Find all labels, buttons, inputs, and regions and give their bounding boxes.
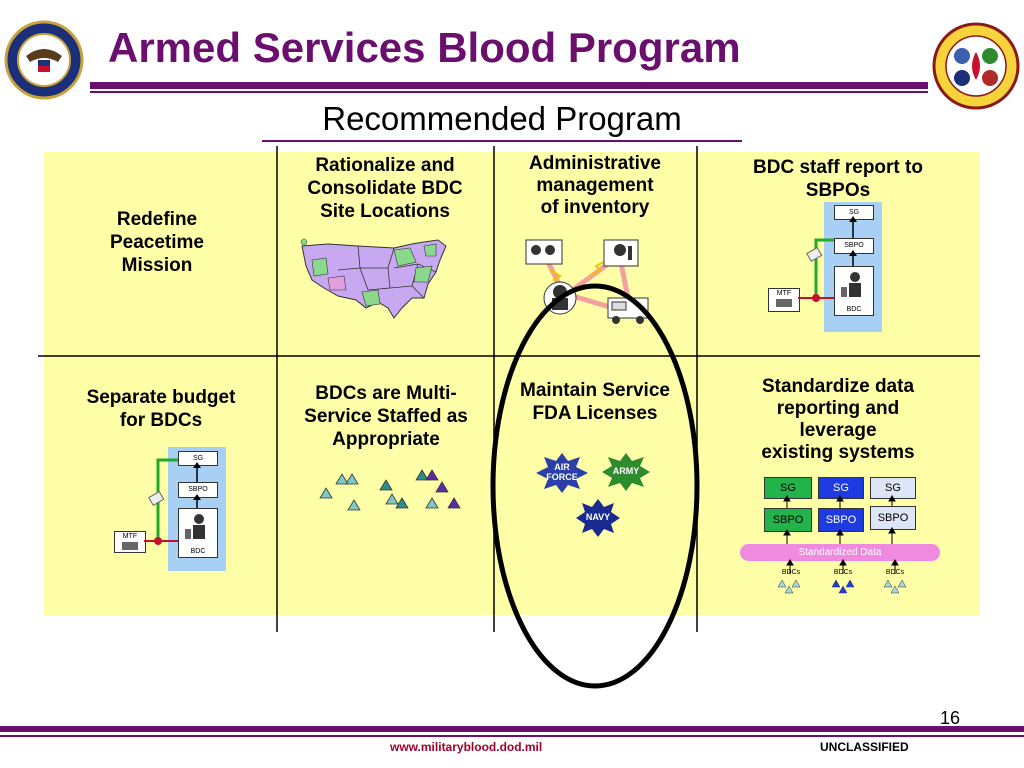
army-label: ARMY [612,466,640,476]
navy-label: NAVY [585,512,611,522]
hospital-icon [122,542,138,550]
std-sg-box-3: SG [870,477,916,499]
highlight-ellipse [490,283,700,689]
std-data-bar: Standardized Data [740,544,940,561]
cell-line: leverage [799,420,877,441]
cell-admin-inventory: Administrative management of inventory [497,153,693,219]
org-bdc-box-top: BDC [834,266,874,316]
cell-line: Rationalize and [315,155,455,176]
footer-url-link[interactable]: www.militaryblood.dod.mil [390,740,543,754]
org-connectors-top [798,216,857,302]
org-bdc-label: BDC [846,306,862,313]
std-sbpo-box-1: SBPO [764,508,812,532]
org-mtf-box-bottom: MTF [114,531,146,553]
army-badge: ARMY [602,453,650,491]
cell-line: Mission [121,255,193,276]
page-title: Armed Services Blood Program [108,24,741,71]
cell-line: of inventory [540,197,650,218]
dod-seal [4,20,84,100]
std-bdcs-label-1: BDCs [781,569,801,576]
std-sg-box-2: SG [818,477,864,499]
cell-line: Maintain Service [520,380,670,401]
cell-separate-budget: Separate budget for BDCs [52,386,270,432]
cell-line: Peacetime [109,232,204,253]
air-force-badge: AIR FORCE [536,453,588,493]
bdc-triangles-cluster [319,469,461,511]
cell-line: Administrative [529,153,661,174]
std-sbpo-box-2: SBPO [818,508,864,532]
footer-divider-thin [0,735,1024,737]
cell-line: BDC staff report to [753,157,923,178]
cell-line: management [536,175,654,196]
cell-line: Consolidate BDC [307,178,463,199]
air-force-label-2: FORCE [546,472,578,482]
cell-line: Appropriate [332,429,440,450]
cell-bdc-staff-report: BDC staff report to SBPOs [700,156,976,202]
org-mtf-label: MTF [122,533,138,540]
air-force-label-1: AIR [554,462,570,472]
cell-line: Site Locations [320,201,450,222]
cell-multi-service: BDCs are Multi- Service Staffed as Appro… [280,382,492,451]
std-sbpo-box-3: SBPO [870,506,916,530]
classification-label: UNCLASSIFIED [820,740,909,754]
navy-badge: NAVY [576,499,620,537]
cell-line: for BDCs [119,410,203,431]
footer-divider [0,726,1024,732]
donor-icon [185,514,205,539]
org-connectors-bottom [144,458,201,545]
std-sg-box-1: SG [764,477,812,499]
cell-line: Standardize data [761,376,915,397]
hospital-icon [776,299,792,307]
page-number: 16 [940,708,961,728]
std-connectors [777,495,907,594]
cell-line: SBPOs [805,180,871,201]
title-divider [90,82,928,89]
std-bdcs-label-2: BDCs [833,569,853,576]
asbp-seal [932,22,1020,110]
std-bdcs-label-3: BDCs [885,569,905,576]
org-bdc-label: BDC [190,548,206,555]
org-mtf-box-top: MTF [768,288,800,312]
cell-fda-licenses: Maintain Service FDA Licenses [497,379,693,425]
donor-icon [841,272,861,297]
cell-line: reporting and [776,398,900,419]
cell-line: Service Staffed as [304,406,468,427]
org-mtf-label: MTF [776,290,792,297]
us-map-icon [298,238,452,320]
page-subtitle: Recommended Program [322,100,682,137]
cell-line: Redefine [116,209,198,230]
cell-line: FDA Licenses [532,403,658,424]
cell-line: existing systems [761,442,915,463]
org-bdc-box-bottom: BDC [178,508,218,558]
cell-line: Separate budget [86,387,236,408]
cell-standardize-data: Standardize data reporting and leverage … [700,376,976,464]
cell-line: BDCs are Multi- [315,383,457,404]
cell-rationalize-sites: Rationalize and Consolidate BDC Site Loc… [280,154,490,223]
cell-redefine-mission: Redefine Peacetime Mission [52,208,262,277]
title-divider-thin [90,91,928,93]
subtitle-underline [262,140,742,142]
